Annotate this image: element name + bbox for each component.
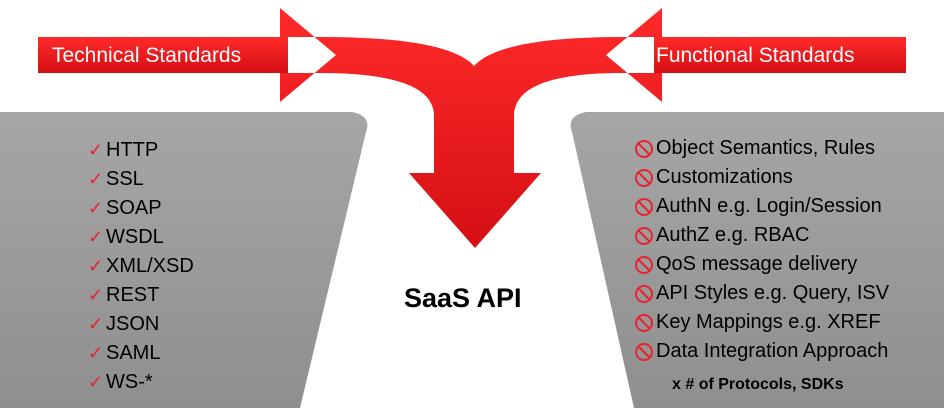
list-item: ✓REST [88, 284, 160, 306]
list-item: ✓JSON [88, 313, 160, 335]
list-item: ✓SOAP [88, 197, 162, 219]
prohibited-icon [635, 226, 653, 245]
technical-standards-list: ✓HTTP ✓SSL ✓SOAP ✓WSDL ✓XML/XSD ✓REST ✓J… [88, 136, 194, 397]
right-arrow-shaft [654, 37, 906, 73]
prohibited-icon [635, 255, 653, 274]
list-item: ✓SSL [88, 168, 144, 190]
protocols-footnote: x # of Protocols, SDKs [672, 376, 844, 393]
check-icon: ✓ [88, 343, 104, 363]
technical-standards-label: Technical Standards [52, 44, 242, 67]
prohibited-icon [635, 168, 653, 187]
prohibited-icon [635, 197, 653, 216]
list-item: API Styles e.g. Query, ISV [634, 279, 889, 308]
list-item: Object Semantics, Rules [634, 134, 889, 163]
prohibited-icon [635, 284, 653, 303]
check-icon: ✓ [88, 256, 104, 276]
list-item: ✓HTTP [88, 139, 159, 161]
list-item: AuthN e.g. Login/Session [634, 192, 889, 221]
list-item: QoS message delivery [634, 250, 889, 279]
check-icon: ✓ [88, 227, 104, 247]
technical-panel [0, 112, 368, 408]
prohibited-icon [635, 313, 653, 332]
left-arrow-shaft [38, 37, 288, 73]
list-item: Customizations [634, 163, 889, 192]
check-icon: ✓ [88, 198, 104, 218]
list-item: ✓SAML [88, 342, 161, 364]
functional-standards-list: Object Semantics, Rules Customizations A… [634, 134, 889, 366]
list-item: ✓WSDL [88, 226, 164, 248]
list-item: ✓WS-* [88, 371, 153, 393]
saas-api-label: SaaS API [404, 283, 522, 313]
check-icon: ✓ [88, 140, 104, 160]
functional-standards-label: Functional Standards [656, 44, 855, 67]
check-icon: ✓ [88, 372, 104, 392]
functional-panel [570, 112, 944, 408]
check-icon: ✓ [88, 314, 104, 334]
check-icon: ✓ [88, 285, 104, 305]
prohibited-icon [635, 139, 653, 158]
list-item: AuthZ e.g. RBAC [634, 221, 889, 250]
prohibited-icon [635, 342, 653, 361]
list-item: ✓XML/XSD [88, 255, 194, 277]
check-icon: ✓ [88, 169, 104, 189]
list-item: Key Mappings e.g. XREF [634, 308, 889, 337]
list-item: Data Integration Approach [634, 337, 889, 366]
